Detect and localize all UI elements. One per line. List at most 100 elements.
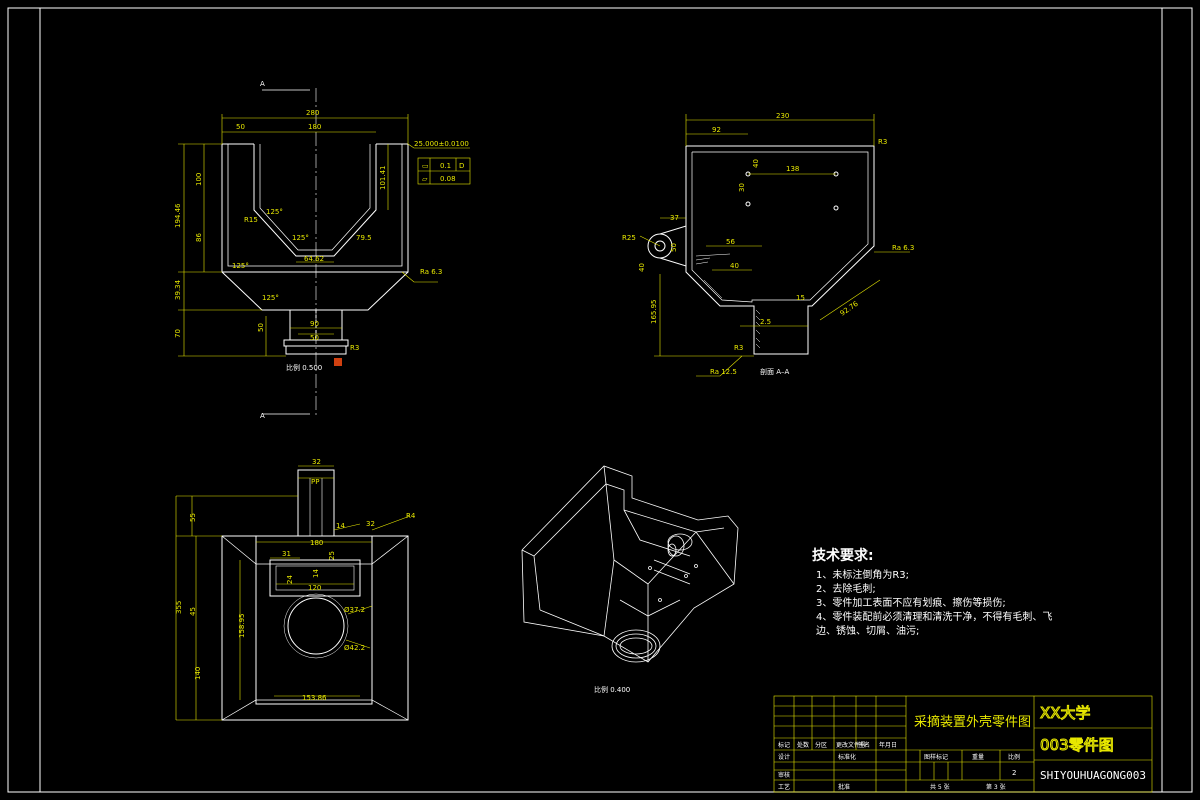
- top-dim-dia1: Ø37.2: [344, 606, 365, 614]
- sec-dim-left: 92: [712, 126, 721, 134]
- scale-value: 2: [1012, 769, 1016, 777]
- roughness-front: Ra 6.3: [420, 268, 442, 276]
- note-1: 1、未标注倒角为R3;: [816, 568, 909, 581]
- top-dim-31: 31: [282, 550, 291, 558]
- dim-flange: R3: [350, 344, 359, 352]
- dim-pipe-height: 50: [257, 323, 265, 332]
- label-process: 工艺: [778, 783, 790, 791]
- top-dim-32: 32: [312, 458, 321, 466]
- sec-dim-165: 165.95: [650, 300, 658, 325]
- label-weight: 重量: [972, 753, 984, 761]
- dim-height-total: 194.46: [174, 203, 182, 228]
- dim-angle-3: 125°: [232, 262, 249, 270]
- dim-bottom-width: 64.62: [304, 255, 324, 263]
- dim-left-offset: 50: [236, 123, 245, 131]
- label-design: 设计: [778, 753, 790, 761]
- label-stage: 图样标记: [924, 753, 948, 761]
- note-2: 2、去除毛刺;: [816, 582, 876, 595]
- note-5: 边、锈蚀、切屑、油污;: [816, 624, 919, 637]
- sec-dim-92: 92.76: [839, 300, 861, 318]
- label-sign: 签名: [858, 741, 870, 749]
- dim-overall-width: 280: [306, 109, 319, 117]
- note-4: 4、零件装配前必须清理和清洗干净，不得有毛刺、飞: [816, 610, 1052, 623]
- top-view: 32 PP 180 32 R4 14 31 120 25 24 14 355 5…: [175, 458, 416, 721]
- sec-dim-r25: R25: [622, 234, 636, 242]
- dim-throat-width: 90: [310, 320, 319, 328]
- sec-dim-40c: 40: [638, 263, 646, 272]
- technical-notes: 技术要求: 1、未标注倒角为R3; 2、去除毛刺; 3、零件加工表面不应有划痕、…: [812, 547, 1052, 637]
- top-dim-120: 120: [308, 584, 321, 592]
- sec-dim-r3: R3: [734, 344, 743, 352]
- dim-height-mid: 86: [195, 233, 203, 242]
- title-block: 采摘装置外壳零件图 XX大学 003零件图 SHIYOUHUAGONG003 图…: [773, 695, 1153, 793]
- org-name: XX大学: [1040, 704, 1091, 722]
- front-view: A A: [174, 80, 471, 420]
- top-dim-55: 55: [189, 513, 197, 522]
- sheet-border-outer: [7, 7, 1193, 793]
- dim-radius: R15: [244, 216, 258, 224]
- dim-tol-callout: 25.000±0.0100: [414, 140, 469, 148]
- sec-dim-rtop: R3: [878, 138, 887, 146]
- sheet-number: 第 3 张: [986, 783, 1006, 791]
- top-dim-140: 140: [194, 667, 202, 680]
- top-dim-355: 355: [175, 601, 183, 614]
- dim-angle-2: 125°: [292, 234, 309, 242]
- drawing-number: 003零件图: [1040, 736, 1114, 754]
- label-review: 审核: [778, 771, 790, 779]
- top-dim-45: 45: [189, 607, 197, 616]
- tol-flat-value: 0.1: [440, 162, 451, 170]
- scale-front: 比例 0.500: [286, 363, 322, 372]
- top-dim-r32: 32: [366, 520, 375, 528]
- sheets-total: 共 5 张: [930, 783, 950, 791]
- dim-base-height: 70: [174, 329, 182, 338]
- section-mark-top: A: [260, 80, 265, 88]
- section-label: 剖面 A–A: [760, 367, 790, 376]
- top-dim-bottom: 153.86: [302, 694, 327, 702]
- dim-height-upper: 100: [195, 173, 203, 186]
- dim-right-height: 101.41: [379, 166, 387, 191]
- sheet-border-inner: [39, 7, 1163, 793]
- drawing-code: SHIYOUHUAGONG003: [1040, 769, 1146, 782]
- top-dim-158: 158.95: [238, 614, 246, 639]
- top-dim-180: 180: [310, 539, 323, 547]
- label-date: 年月日: [879, 741, 897, 749]
- sec-dim-overall: 230: [776, 112, 789, 120]
- sec-dim-2.5: 2.5: [760, 318, 771, 326]
- dim-inner-width: 180: [308, 123, 321, 131]
- tol-paral-symbol: ▱: [422, 175, 428, 183]
- dim-angle-1: 125°: [266, 208, 283, 216]
- tol-flat-ref: D: [459, 162, 464, 170]
- tol-paral-value: 0.08: [440, 175, 456, 183]
- label-doc: 更改文件号: [836, 741, 866, 749]
- sec-roughness: Ra 6.3: [892, 244, 914, 252]
- label-count: 处数: [797, 741, 809, 749]
- part-name: 采摘装置外壳零件图: [914, 714, 1031, 730]
- tol-flat-symbol: ▭: [422, 162, 429, 170]
- sec-dim-56: 56: [726, 238, 735, 246]
- top-dim-r4: R4: [406, 512, 416, 520]
- label-approve: 批准: [838, 783, 850, 791]
- dim-slant: 79.5: [356, 234, 372, 242]
- sec-roughness2: Ra 12.5: [710, 368, 737, 376]
- dim-pipe-width: 50: [310, 334, 319, 342]
- sec-dim-15: 15: [796, 294, 805, 302]
- sec-dim-40a: 40: [752, 159, 760, 168]
- top-dim-r14: 14: [336, 522, 345, 530]
- label-scale: 比例: [1008, 753, 1020, 761]
- section-mark-bottom: A: [260, 412, 265, 420]
- top-dim-14: 14: [312, 569, 320, 578]
- top-dim-25: 25: [328, 551, 336, 560]
- top-dim-dia2: Ø42.2: [344, 644, 365, 652]
- note-3: 3、零件加工表面不应有划痕、擦伤等损伤;: [816, 596, 1006, 609]
- sec-dim-30: 30: [738, 183, 746, 192]
- sec-dim-40b: 40: [730, 262, 739, 270]
- scale-iso: 比例 0.400: [594, 685, 630, 694]
- sec-dim-50: 50: [670, 243, 678, 252]
- top-dim-24: 24: [286, 575, 294, 584]
- label-zone: 分区: [815, 741, 827, 749]
- dim-angle-4: 125°: [262, 294, 279, 302]
- isometric-view: [521, 465, 739, 663]
- label-mark: 标记: [778, 741, 790, 749]
- notes-title: 技术要求:: [812, 547, 874, 564]
